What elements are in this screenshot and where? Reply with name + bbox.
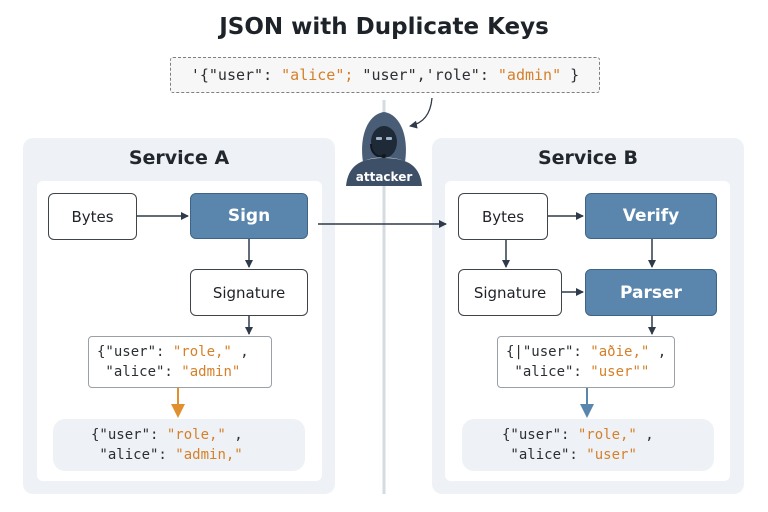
service-a-signature-box: Signature: [190, 269, 308, 316]
b-parse-arrow-head: [580, 404, 594, 418]
banner-value-2: "admin": [497, 66, 562, 84]
attacker-label: attacker: [355, 170, 413, 184]
service-b-received-json: {|"user": "aðie," , "alice": "user"": [497, 336, 675, 388]
a-parse-arrow-head: [171, 404, 185, 418]
service-a-bytes-box: Bytes: [48, 193, 137, 240]
service-b-bytes-box: Bytes: [458, 193, 548, 240]
service-a-parsed-line-1: {"user": "role," ,: [91, 427, 243, 443]
service-b-signature-box: Signature: [458, 269, 562, 316]
service-a-json-line-2: "alice": "admin": [97, 364, 241, 380]
banner-key-2: "user",'role": [362, 66, 480, 84]
duplicate-keys-json-banner: '{"user": "alice"; "user",'role": "admin…: [170, 57, 600, 93]
service-b-parser-box: Parser: [585, 269, 717, 316]
hooded-hacker-icon: [346, 112, 422, 186]
service-a-json-line-1: {"user": "role," ,: [97, 344, 249, 360]
service-b-title: Service B: [537, 147, 639, 169]
service-a-parsed-line-2: "alice": "admin,": [91, 447, 243, 463]
service-b-parsed-line-1: {"user": "role," ,: [502, 427, 654, 443]
banner-sep-3: :: [479, 66, 498, 84]
service-a-signed-json: {"user": "role," , "alice": "admin": [88, 336, 272, 388]
banner-value-1: "alice";: [281, 66, 354, 84]
service-a-title: Service A: [128, 147, 230, 169]
banner-sep-1: :: [263, 66, 282, 84]
banner-to-attacker-arrow: [409, 97, 433, 129]
service-b-parsed-line-2: "alice": "user": [502, 447, 637, 463]
service-b-verify-box: Verify: [585, 193, 717, 239]
banner-key-1: "user": [208, 66, 264, 84]
service-a-sign-box: Sign: [190, 193, 308, 239]
service-b-json-line-1: {|"user": "aðie," ,: [506, 344, 667, 360]
service-a-parsed-json: {"user": "role," , "alice": "admin,": [53, 419, 305, 471]
service-b-json-line-2: "alice": "user"": [506, 364, 650, 380]
banner-open: '{: [190, 66, 209, 84]
service-b-parsed-json: {"user": "role," , "alice": "user": [462, 419, 714, 471]
banner-close: }: [561, 66, 580, 84]
diagram-title: JSON with Duplicate Keys: [219, 14, 549, 40]
